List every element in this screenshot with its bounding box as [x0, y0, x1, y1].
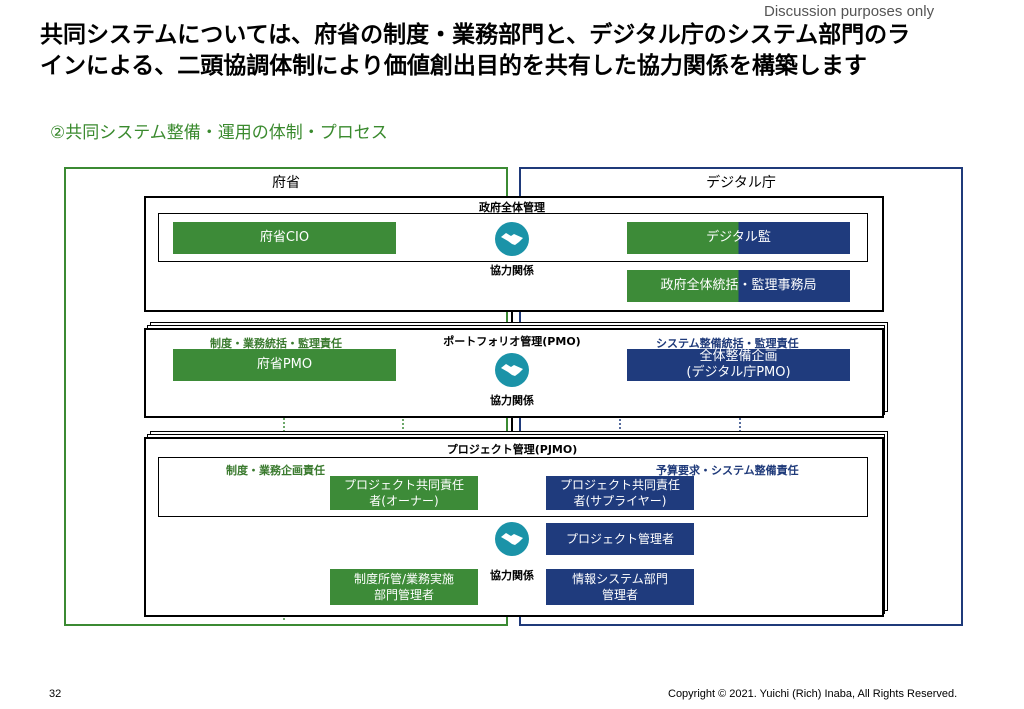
pmo-right-responsibility: システム整備統括・監理責任	[656, 337, 799, 350]
page-title: 共同システムについては、府省の制度・業務部門と、デジタル庁のシステム部門のラ イ…	[40, 22, 911, 79]
pmo-left-responsibility: 制度・業務統括・監理責任	[210, 337, 342, 350]
copyright: Copyright © 2021. Yuichi (Rich) Inaba, A…	[668, 688, 958, 700]
digital-agency-column-label: デジタル庁	[706, 175, 776, 191]
it-dept-manager-box: 情報システム部門 管理者	[546, 569, 694, 605]
ministry-column-label: 府省	[272, 175, 300, 191]
pjmo-left-responsibility: 制度・業務企画責任	[226, 464, 325, 477]
pjmo-title: プロジェクト管理(PJMO)	[446, 443, 578, 456]
gov-management-title: 政府全体管理	[479, 201, 545, 214]
pmo-title: ポートフォリオ管理(PMO)	[443, 335, 581, 348]
digital-pmo-box: 全体整備企画 (デジタル庁PMO)	[627, 349, 850, 381]
project-manager-box: プロジェクト管理者	[546, 523, 694, 555]
digital-supervisor-box: デジタル監	[627, 222, 850, 254]
gov-secretariat-box: 政府全体統括・監理事務局	[627, 270, 850, 302]
project-owner-box: プロジェクト共同責任 者(オーナー)	[330, 476, 478, 510]
ministry-cio-box: 府省CIO	[173, 222, 396, 254]
section-subtitle: ②共同システム整備・運用の体制・プロセス	[50, 123, 388, 143]
handshake-icon	[495, 222, 529, 256]
pjmo-right-responsibility: 予算要求・システム整備責任	[656, 464, 799, 477]
handshake-icon	[495, 522, 529, 556]
gov-cooperation-label: 協力関係	[490, 264, 534, 277]
project-supplier-box: プロジェクト共同責任 者(サプライヤー)	[546, 476, 694, 510]
pmo-cooperation-label: 協力関係	[490, 394, 534, 407]
page-number: 32	[49, 688, 62, 700]
pjmo-inner-frame	[158, 457, 868, 517]
business-dept-manager-box: 制度所管/業務実施 部門管理者	[330, 569, 478, 605]
handshake-icon	[495, 353, 529, 387]
ministry-pmo-box: 府省PMO	[173, 349, 396, 381]
discussion-note: Discussion purposes only	[764, 3, 935, 20]
pjmo-cooperation-label: 協力関係	[490, 569, 534, 582]
